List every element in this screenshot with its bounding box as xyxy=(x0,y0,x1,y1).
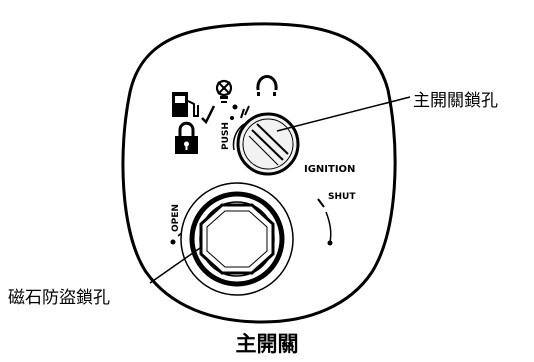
lights-off-icon xyxy=(215,79,233,103)
open-label: OPEN xyxy=(171,204,181,232)
shut-position-mark xyxy=(317,198,333,246)
position-ticks xyxy=(230,104,250,151)
ignition-label: IGNITION xyxy=(304,164,355,175)
main-switch-keyhole-callout: 主開關鎖孔 xyxy=(413,91,498,111)
main-switch-keyhole[interactable] xyxy=(236,112,300,176)
padlock-icon xyxy=(175,121,198,154)
fuel-pump-icon xyxy=(172,92,199,117)
fuel-cap-open-check-icon xyxy=(201,105,216,125)
magnetic-antitheft-keyhole[interactable] xyxy=(180,182,294,296)
main-lock-leader-line xyxy=(276,96,411,132)
magnetic-antitheft-keyhole-callout: 磁石防盜鎖孔 xyxy=(8,288,110,308)
push-label: PUSH xyxy=(221,122,231,150)
seat-unlock-icon xyxy=(256,75,278,96)
magnet-lock-leader-line xyxy=(149,247,201,284)
diagram-caption: 主開關 xyxy=(235,332,299,356)
shut-label: SHUT xyxy=(328,192,356,202)
